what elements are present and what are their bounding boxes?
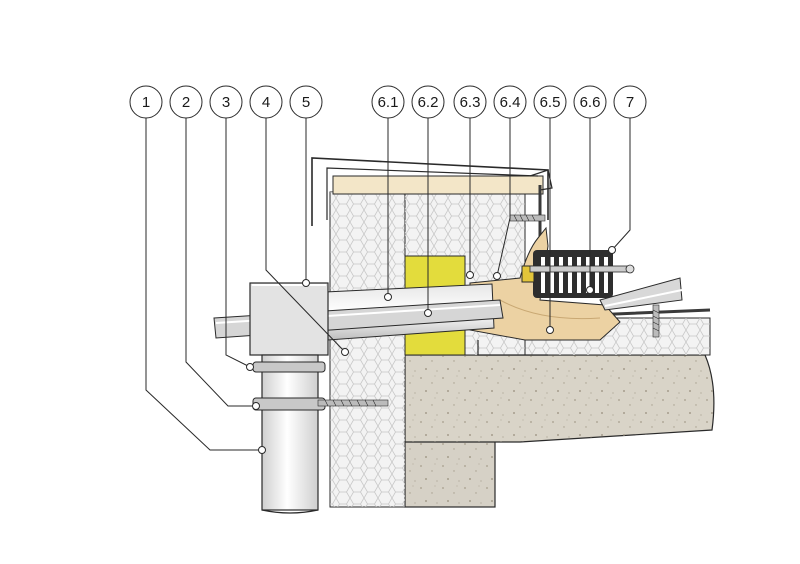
callout-label: 6.4 [500, 94, 521, 111]
callout-7: 7 [613, 85, 647, 119]
downpipe [261, 354, 319, 514]
callout-label: 1 [142, 94, 150, 111]
parapet-cap [311, 157, 549, 226]
callout-6-3: 6.3 [453, 85, 487, 119]
timber-beam [332, 175, 544, 195]
callout-6-5: 6.5 [533, 85, 567, 119]
callout-label: 7 [626, 94, 634, 111]
callout-label: 6.5 [540, 94, 561, 111]
callout-6-4: 6.4 [493, 85, 527, 119]
callout-label: 6.6 [580, 94, 601, 111]
collector-box [249, 282, 329, 356]
pipe-clamp-lower [252, 397, 326, 411]
callout-label: 6.2 [418, 94, 439, 111]
callout-label: 5 [302, 94, 310, 111]
leader-lines [145, 118, 631, 451]
callout-4: 4 [249, 85, 283, 119]
concrete-slab [404, 354, 715, 443]
parapet-screw [509, 214, 546, 222]
callout-label: 6.3 [460, 94, 481, 111]
callout-label: 4 [262, 94, 270, 111]
facade-insulation [329, 191, 406, 508]
callout-5: 5 [289, 85, 323, 119]
callout-label: 3 [222, 94, 230, 111]
drain-grate [533, 250, 613, 298]
callout-bubbles: 1 2 3 4 5 6.1 6.2 6.3 [129, 85, 647, 119]
callout-1: 1 [129, 85, 163, 119]
roof-screw [652, 304, 660, 338]
pipe-clamp-upper [252, 361, 326, 373]
callout-6-6: 6.6 [573, 85, 607, 119]
leader-dots [246, 246, 616, 454]
callout-label: 6.1 [378, 94, 399, 111]
callout-label: 2 [182, 94, 190, 111]
callout-6-2: 6.2 [411, 85, 445, 119]
callout-2: 2 [169, 85, 203, 119]
fixing-screw [317, 399, 389, 407]
callout-6-1: 6.1 [371, 85, 405, 119]
callout-3: 3 [209, 85, 243, 119]
